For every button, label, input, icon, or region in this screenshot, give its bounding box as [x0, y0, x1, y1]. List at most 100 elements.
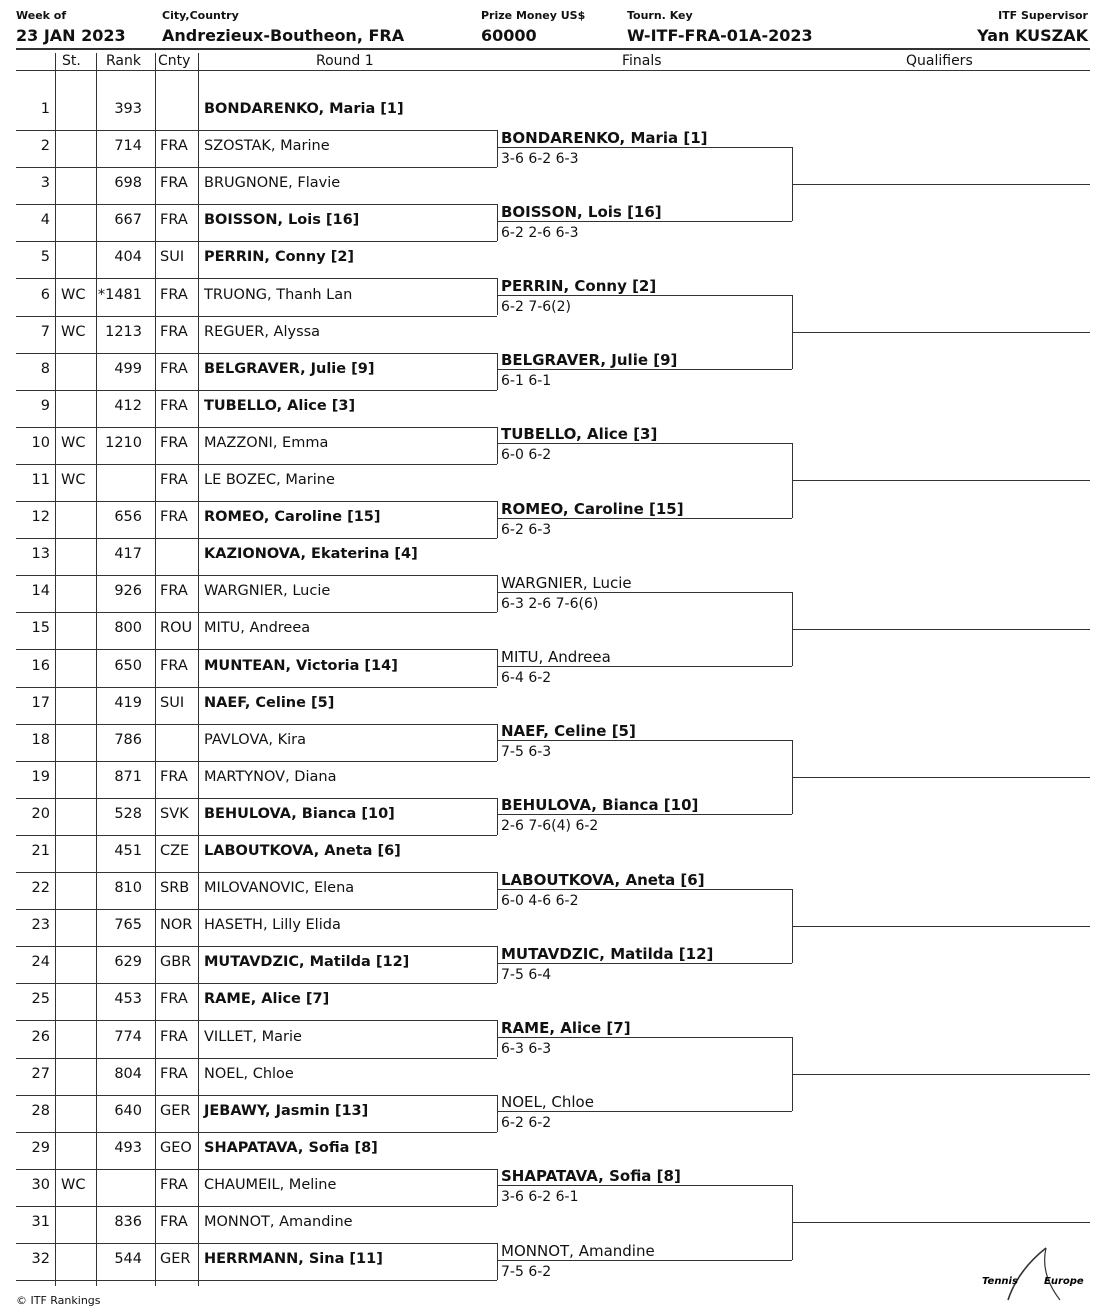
draw-position: 26 — [31, 1028, 50, 1045]
player-country: GEO — [160, 1139, 192, 1156]
player-rank: 800 — [114, 620, 142, 637]
player-country: SRB — [160, 880, 190, 897]
winner-name: BELGRAVER, Julie [9] — [501, 351, 678, 370]
player-rank: 629 — [114, 954, 142, 971]
col-qualifiers: Qualifiers — [906, 53, 973, 69]
qualifier-line — [792, 332, 1090, 334]
player-country: FRA — [160, 1028, 188, 1045]
draw-position: 15 — [31, 620, 50, 637]
logo-word-tennis: Tennis — [982, 1276, 1018, 1287]
row-rule — [16, 241, 497, 243]
draw-position: 32 — [31, 1251, 50, 1268]
draw-position: 20 — [31, 805, 50, 822]
match-bracket — [497, 426, 498, 464]
player-rank: 786 — [114, 731, 142, 748]
draw-position: 25 — [31, 991, 50, 1008]
qualifier-bracket — [792, 294, 793, 370]
row-rule — [16, 797, 497, 799]
row-rule — [16, 946, 497, 948]
player-name: HASETH, Lilly Elida — [204, 917, 341, 934]
tournament-key-value: W-ITF-FRA-01A-2023 — [627, 26, 813, 45]
player-rank: 698 — [114, 175, 142, 192]
draw-position: 31 — [31, 1214, 50, 1230]
row-rule — [16, 686, 497, 688]
footer-note: © ITF Rankings — [16, 1294, 101, 1307]
winner-line — [497, 814, 792, 816]
draw-position: 6 — [40, 286, 50, 303]
winner-line — [497, 294, 792, 296]
qualifier-line — [792, 480, 1090, 482]
winner-line — [497, 1259, 792, 1261]
col-rank: Rank — [106, 53, 141, 69]
player-country: FRA — [160, 175, 188, 192]
city-value: Andrezieux-Boutheon, FRA — [162, 26, 405, 45]
player-name: LABOUTKOVA, Aneta [6] — [204, 843, 401, 859]
winner-line — [497, 665, 792, 667]
row-rule — [16, 834, 497, 836]
supervisor-value: Yan KUSZAK — [977, 26, 1088, 45]
player-rank: 926 — [114, 583, 142, 600]
draw-position: 14 — [31, 583, 50, 600]
match-bracket — [497, 872, 498, 910]
player-rank: 417 — [114, 546, 142, 563]
row-rule — [16, 1094, 497, 1096]
row-rule — [16, 1280, 497, 1282]
winner-name: WARGNIER, Lucie — [501, 573, 632, 592]
match-score: 6-2 6-3 — [501, 521, 552, 538]
prize-label: Prize Money US$ — [481, 9, 586, 22]
match-score: 6-2 2-6 6-3 — [501, 224, 579, 241]
col-finals: Finals — [622, 53, 662, 69]
draw-position: 29 — [31, 1139, 50, 1156]
player-name: LE BOZEC, Marine — [204, 472, 335, 488]
row-rule — [16, 463, 497, 465]
tournament-key-label: Tourn. Key — [627, 9, 693, 22]
player-country: FRA — [160, 323, 188, 340]
winner-name: NOEL, Chloe — [501, 1093, 594, 1112]
player-name: BEHULOVA, Bianca [10] — [204, 805, 395, 822]
player-country: FRA — [160, 138, 188, 155]
row-rule — [16, 315, 497, 317]
player-rank: 453 — [114, 991, 142, 1008]
player-rank: 871 — [114, 768, 142, 785]
draw-position: 28 — [31, 1102, 50, 1119]
player-name: BONDARENKO, Maria [1] — [204, 101, 404, 117]
col-cnty: Cnty — [158, 53, 191, 69]
winner-line — [497, 443, 792, 445]
match-bracket — [497, 1094, 498, 1132]
row-rule — [16, 1131, 497, 1133]
player-country: FRA — [160, 434, 188, 451]
player-name: MONNOT, Amandine — [204, 1214, 353, 1230]
logo-swoosh-right — [1044, 1247, 1061, 1301]
row-rule — [16, 872, 497, 873]
match-score: 6-1 6-1 — [501, 373, 552, 390]
player-name: KAZIONOVA, Ekaterina [4] — [204, 546, 418, 563]
draw-position: 21 — [31, 843, 50, 859]
winner-name: BEHULOVA, Bianca [10] — [501, 796, 699, 815]
match-bracket — [497, 352, 498, 390]
draw-position: 12 — [31, 509, 50, 526]
player-name: JEBAWY, Jasmin [13] — [204, 1102, 369, 1119]
player-country: SUI — [160, 694, 185, 711]
draw-position: 2 — [40, 138, 50, 155]
entry-status: WC — [61, 286, 86, 303]
player-rank: 836 — [114, 1214, 142, 1230]
player-country: FRA — [160, 991, 188, 1008]
draw-position: 24 — [31, 954, 50, 971]
player-name: NAEF, Celine [5] — [204, 694, 335, 711]
player-name: NOEL, Chloe — [204, 1065, 294, 1082]
player-country: FRA — [160, 583, 188, 600]
player-country: FRA — [160, 1214, 188, 1230]
week-label: Week of — [16, 9, 67, 22]
player-name: SHAPATAVA, Sofia [8] — [204, 1139, 378, 1156]
match-score: 6-2 7-6(2) — [501, 298, 572, 315]
draw-position: 18 — [31, 731, 50, 748]
row-rule — [16, 130, 497, 131]
draw-position: 13 — [31, 546, 50, 563]
qualifier-line — [792, 1222, 1090, 1224]
player-name: MUNTEAN, Victoria [14] — [204, 657, 398, 674]
player-name: SZOSTAK, Marine — [204, 138, 330, 155]
draw-position: 19 — [31, 768, 50, 785]
draw-position: 3 — [40, 175, 50, 192]
draw-position: 27 — [31, 1065, 50, 1082]
